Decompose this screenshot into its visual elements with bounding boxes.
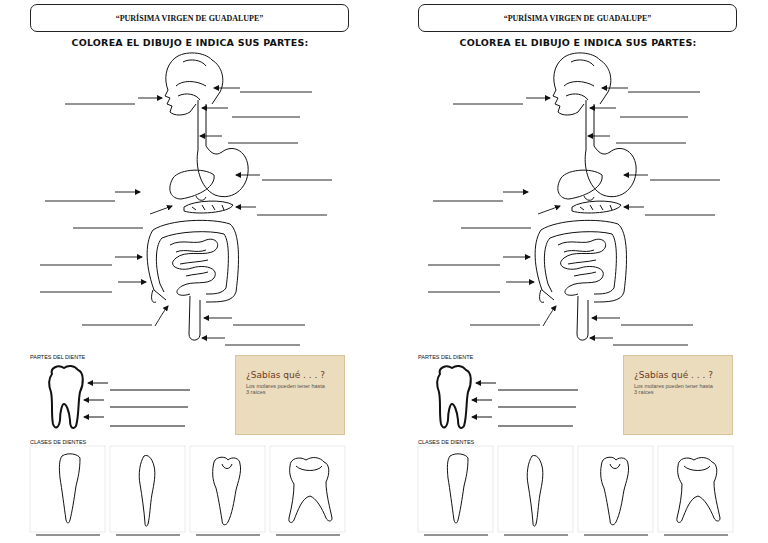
section-heading: PARTES DEL DIENTE bbox=[30, 354, 85, 360]
section-heading: CLASES DE DIENTES bbox=[418, 439, 474, 445]
fact-heading: ¿Sabías qué . . . ? bbox=[246, 370, 338, 380]
fact-box: ¿Sabías qué . . . ? Los molares pueden te… bbox=[623, 355, 733, 435]
school-name: “PURÍSIMA VIRGEN DE GUADALUPE” bbox=[504, 14, 652, 23]
left-sheet-drawing bbox=[30, 53, 345, 535]
fact-text: Los molares pueden tener hasta 3 raíces bbox=[246, 383, 326, 395]
section-heading: PARTES DEL DIENTE bbox=[418, 354, 473, 360]
fact-box: ¿Sabías qué . . . ? Los molares pueden te… bbox=[235, 355, 345, 435]
fact-heading: ¿Sabías qué . . . ? bbox=[634, 370, 726, 380]
header-box: “PURÍSIMA VIRGEN DE GUADALUPE” bbox=[30, 4, 349, 32]
section-heading: CLASES DE DIENTES bbox=[30, 439, 86, 445]
right-sheet-drawing bbox=[418, 53, 733, 535]
school-name: “PURÍSIMA VIRGEN DE GUADALUPE” bbox=[116, 14, 264, 23]
instruction-heading: COLOREA EL DIBUJO E INDICA SUS PARTES: bbox=[459, 37, 696, 48]
fact-text: Los molares pueden tener hasta 3 raíces bbox=[634, 383, 714, 395]
instruction-heading: COLOREA EL DIBUJO E INDICA SUS PARTES: bbox=[71, 37, 308, 48]
header-box: “PURÍSIMA VIRGEN DE GUADALUPE” bbox=[418, 4, 737, 32]
